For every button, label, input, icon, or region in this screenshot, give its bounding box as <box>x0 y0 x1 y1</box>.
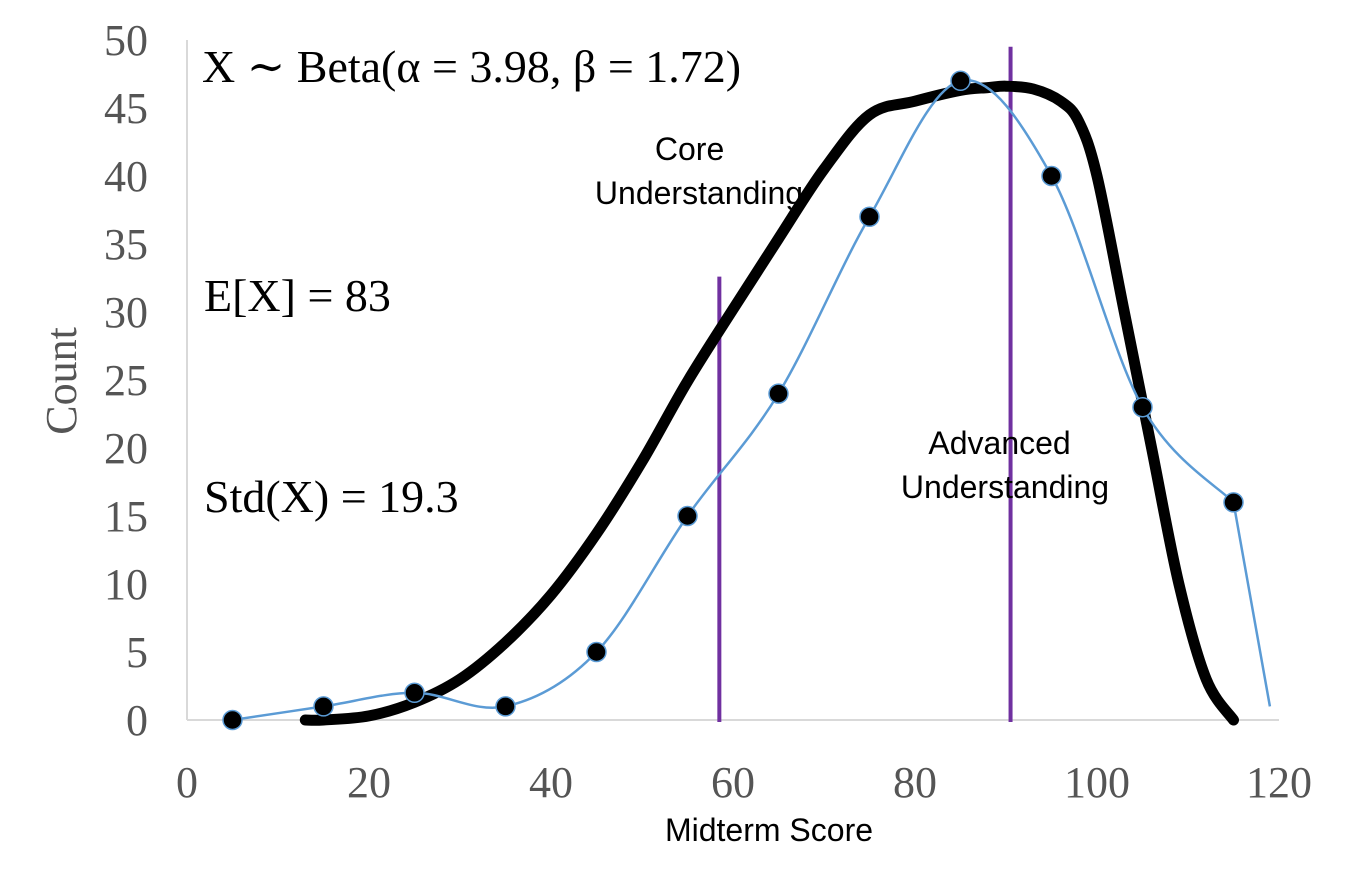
x-tick-label-100: 100 <box>1064 758 1130 807</box>
x-axis-title: Midterm Score <box>665 812 873 848</box>
data-point-25 <box>404 682 425 704</box>
beta-fit-curve <box>299 80 1239 726</box>
data-point-15 <box>313 696 334 717</box>
region-boundaries <box>717 46 1013 722</box>
y-tick-label-5: 5 <box>126 628 148 677</box>
data-point-65 <box>768 383 789 404</box>
advanced-label-line-1: Advanced <box>928 425 1070 461</box>
y-tick-label-50: 50 <box>104 16 148 65</box>
data-point-75 <box>859 206 880 228</box>
y-tick-label-30: 30 <box>104 288 148 337</box>
y-tick-label-45: 45 <box>104 84 148 133</box>
data-point-115 <box>1223 492 1244 513</box>
distribution-annotation: X ∼ Beta(α = 3.98, β = 1.72) <box>202 41 741 92</box>
advanced-understanding-label: Advanced Understanding <box>901 425 1109 505</box>
core-understanding-label: Core Understanding <box>595 131 803 211</box>
x-tick-label-80: 80 <box>893 758 937 807</box>
x-tick-label-40: 40 <box>529 758 573 807</box>
y-tick-label-35: 35 <box>104 220 148 269</box>
data-point-5 <box>222 709 243 731</box>
y-tick-label-25: 25 <box>104 356 148 405</box>
y-tick-label-40: 40 <box>104 152 148 201</box>
data-markers <box>222 70 1244 731</box>
advanced-label-line-2: Understanding <box>901 469 1109 505</box>
y-axis-title: Count <box>37 327 86 435</box>
y-tick-label-10: 10 <box>104 560 148 609</box>
data-point-105 <box>1132 396 1153 418</box>
y-tick-label-20: 20 <box>104 424 148 473</box>
core-label-line-1: Core <box>655 131 724 167</box>
data-point-55 <box>677 505 698 527</box>
data-point-85 <box>950 70 971 92</box>
core-label-line-2: Understanding <box>595 175 803 211</box>
x-tick-label-120: 120 <box>1246 758 1312 807</box>
x-tick-label-20: 20 <box>347 758 391 807</box>
data-point-95 <box>1041 165 1062 187</box>
x-tick-label-60: 60 <box>711 758 755 807</box>
data-point-45 <box>586 641 607 663</box>
std-annotation: Std(X) = 19.3 <box>204 471 459 522</box>
y-tick-label-15: 15 <box>104 492 148 541</box>
mean-annotation: E[X] = 83 <box>204 270 391 321</box>
x-tick-label-0: 0 <box>176 758 198 807</box>
y-tick-labels: 0 5 10 15 20 25 30 35 40 45 50 <box>104 16 148 745</box>
data-point-35 <box>495 696 516 717</box>
x-tick-labels: 0 20 40 60 80 100 120 <box>176 758 1312 807</box>
y-tick-label-0: 0 <box>126 696 148 745</box>
